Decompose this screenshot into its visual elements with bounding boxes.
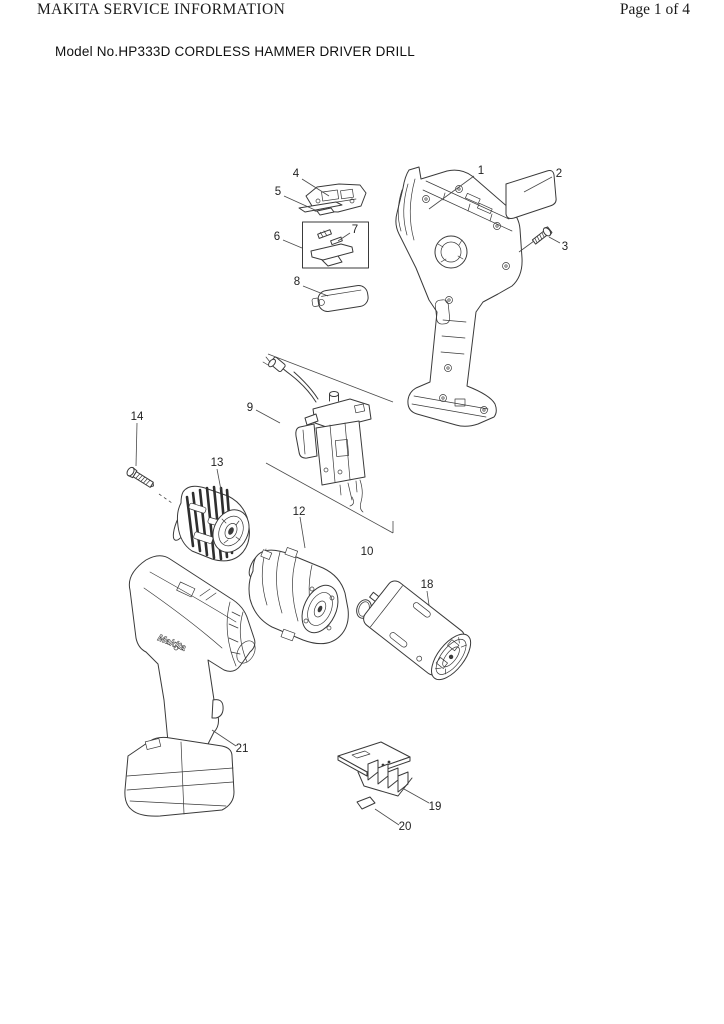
- callout-5: 5: [275, 186, 281, 198]
- part-13-chuck: [172, 485, 250, 562]
- part-20-label: [356, 796, 376, 810]
- screw-axis-dash: [158, 493, 173, 504]
- part-14-screw: [126, 466, 154, 488]
- part-3-screw: [531, 226, 553, 245]
- callout-8: 8: [294, 276, 300, 288]
- callout-13: 13: [211, 457, 224, 469]
- callout-4: 4: [293, 168, 300, 180]
- part-1-housing: [395, 166, 523, 427]
- callout-10: 10: [361, 546, 374, 558]
- part-5-plate: [298, 201, 343, 216]
- part-19-terminal-block: [337, 741, 413, 797]
- callout-3: 3: [562, 241, 568, 253]
- callout-9: 9: [247, 402, 253, 414]
- part-21-housing-set-assembled: Makita: [124, 555, 256, 817]
- part-2-name-plate: [505, 170, 557, 219]
- part-8-cover: [311, 285, 369, 312]
- callout-7: 7: [352, 224, 358, 236]
- callout-21: 21: [236, 743, 249, 755]
- page-title: MAKITA SERVICE INFORMATION: [37, 1, 286, 18]
- callout-14: 14: [131, 411, 144, 423]
- callout-19: 19: [429, 801, 442, 813]
- leader-lines: [135, 175, 561, 826]
- group-range-lines: [265, 353, 394, 534]
- callout-numbers: 1 2 3 4 5 6 7 8 9 10 12 13 14 18 19 20 2…: [131, 165, 569, 833]
- callout-20: 20: [399, 821, 412, 833]
- part-9-switch-assembly: [262, 356, 372, 513]
- part-7-pin-spring-set: [310, 229, 354, 267]
- part-6-boxed-set: [302, 221, 369, 269]
- callout-2: 2: [556, 168, 562, 180]
- model-subtitle: Model No.HP333D CORDLESS HAMMER DRIVER D…: [55, 44, 415, 59]
- callout-6: 6: [274, 231, 280, 243]
- part-18-motor: [363, 580, 472, 681]
- callout-12: 12: [293, 506, 306, 518]
- callout-18: 18: [421, 579, 434, 591]
- part-12-gear-assembly: [248, 547, 349, 645]
- callout-1: 1: [478, 165, 484, 177]
- page-number: Page 1 of 4: [619, 1, 690, 18]
